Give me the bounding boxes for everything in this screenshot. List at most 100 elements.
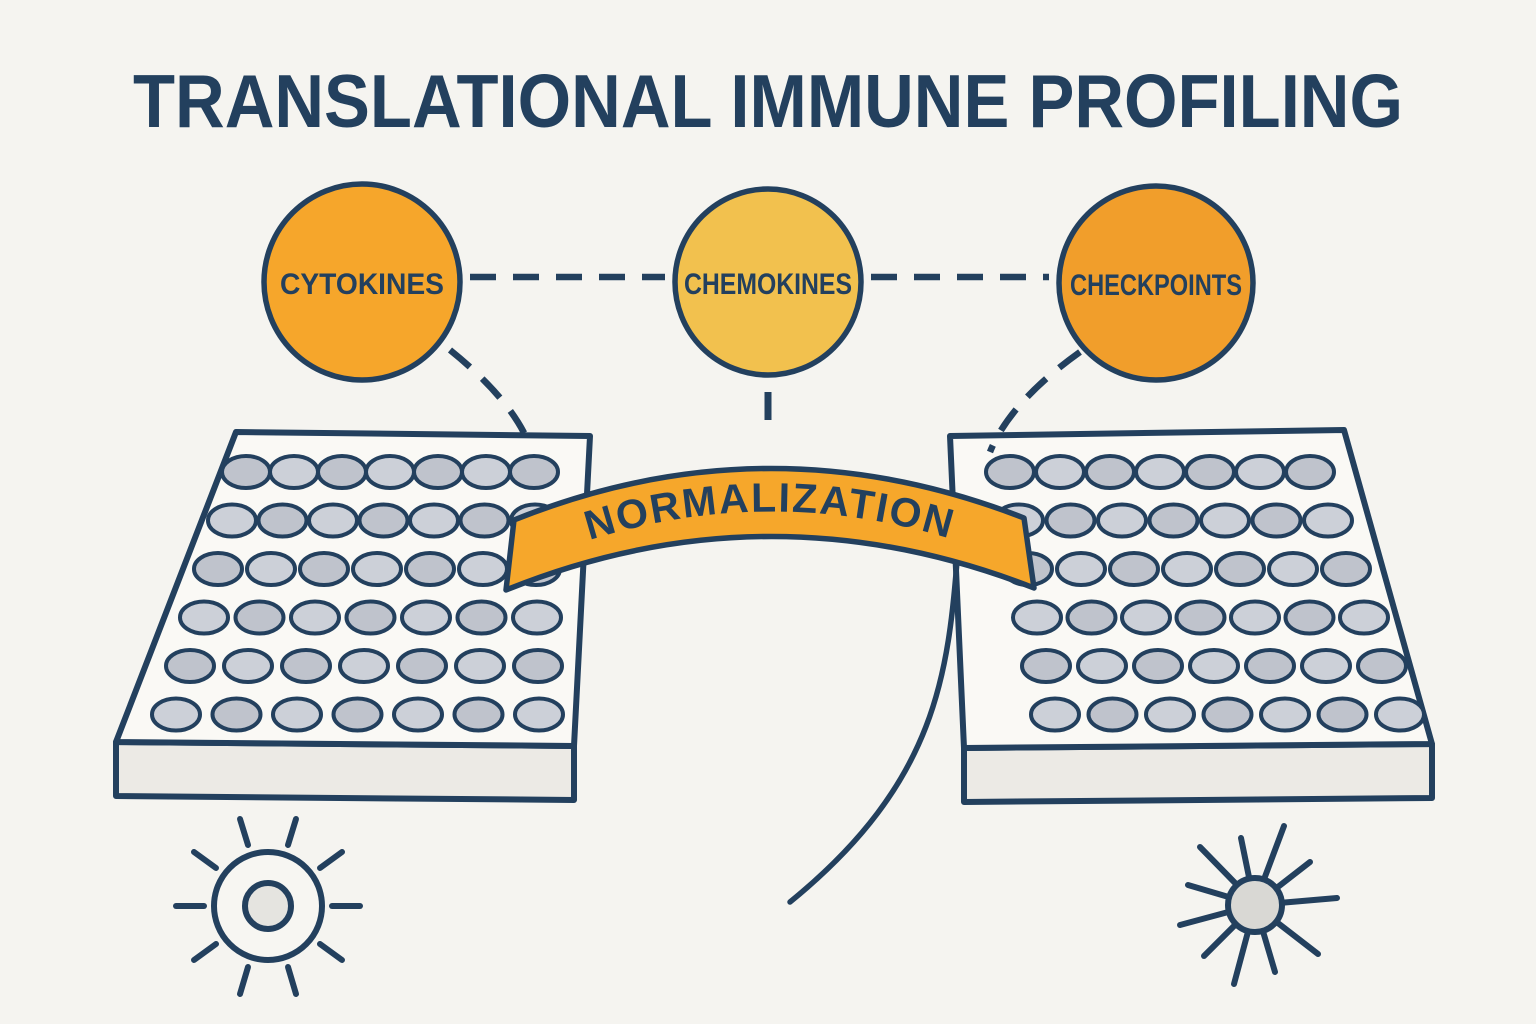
plate-well [289, 599, 341, 636]
plate-left-side-face [113, 739, 577, 803]
plate-well [210, 696, 263, 733]
plate-well [1338, 599, 1390, 636]
normalization-banner: NORMALIZATION [503, 465, 1037, 593]
plate-right-wells [984, 454, 1426, 733]
plate-well [271, 696, 323, 733]
plate-well [331, 696, 384, 733]
plate-well [233, 599, 286, 636]
round-cell-icon [173, 816, 363, 997]
plate-well [1214, 551, 1266, 587]
plate-well [1316, 696, 1369, 733]
plate-well [1086, 696, 1139, 733]
plate-well [220, 454, 272, 490]
plate-well [1259, 696, 1311, 733]
plate-well [511, 599, 563, 636]
plate-well [455, 599, 508, 636]
round-cell-nucleus [242, 880, 294, 932]
plate-well [1234, 454, 1286, 490]
spiky-cell-icon [1177, 823, 1340, 987]
plate-well [1184, 454, 1236, 490]
plate-well [1188, 648, 1240, 684]
spiky-cell-body [1225, 875, 1285, 935]
plate-well [357, 502, 410, 539]
plate-well [1300, 648, 1352, 684]
flow-curve [787, 547, 961, 905]
chemokines-circle [672, 186, 864, 378]
checkpoints-label: CHECKPOINTS [1070, 269, 1242, 302]
plate-well [512, 648, 564, 684]
plate-well [1229, 599, 1281, 636]
plate-well [1174, 599, 1227, 636]
cytokines-circle [261, 181, 463, 383]
plate-well [392, 696, 444, 733]
plate-well [458, 502, 511, 539]
plate-well [1120, 599, 1172, 636]
plate-well [984, 454, 1036, 490]
plate-well [1283, 599, 1336, 636]
node-chemokines: CHEMOKINES [672, 186, 864, 378]
plate-well [178, 599, 230, 636]
node-checkpoints: CHECKPOINTS [1056, 183, 1256, 383]
plate-well [316, 454, 368, 490]
plate-well [412, 454, 464, 490]
plate-well [1320, 551, 1372, 587]
plate-well [280, 648, 332, 684]
assay-plate-right [947, 427, 1435, 805]
plate-well [1034, 454, 1086, 490]
plate-well [1356, 648, 1408, 684]
plate-well [222, 648, 274, 684]
plate-well [460, 454, 512, 490]
plate-well [400, 599, 452, 636]
plate-well [1374, 696, 1426, 733]
connector-checkpoints-plate [986, 349, 1082, 454]
plate-well [1044, 502, 1097, 539]
plate-well [268, 454, 320, 490]
plate-well [351, 551, 403, 587]
plate-well [1250, 502, 1303, 539]
plate-well [1011, 599, 1063, 636]
plate-well [1108, 551, 1160, 587]
cytokines-label: CYTOKINES [280, 268, 444, 301]
plate-well [150, 696, 202, 733]
plate-well [454, 648, 506, 684]
plate-well [1096, 502, 1148, 539]
plate-well [256, 502, 309, 539]
plate-well [344, 599, 397, 636]
plate-well [245, 551, 297, 587]
plate-well [1020, 648, 1072, 684]
plate-well [396, 648, 448, 684]
plate-well [1132, 648, 1184, 684]
plate-well [1144, 696, 1196, 733]
plate-well [1076, 648, 1128, 684]
plate-well [1065, 599, 1118, 636]
banner-ribbon-shape [503, 465, 1037, 593]
plate-right-side-face [961, 741, 1435, 805]
plate-well [404, 551, 456, 587]
plate-well [192, 551, 244, 587]
plate-well [1029, 696, 1081, 733]
plate-well [364, 454, 416, 490]
plate-well [408, 502, 460, 539]
plate-well [1302, 502, 1354, 539]
node-cytokines: CYTOKINES [261, 181, 463, 383]
plate-well [452, 696, 505, 733]
plate-well [513, 696, 565, 733]
plate-well [338, 648, 390, 684]
plate-well [508, 454, 560, 490]
plate-well [307, 502, 359, 539]
chemokines-label: CHEMOKINES [684, 268, 852, 301]
plate-well [206, 502, 258, 539]
checkpoints-circle [1056, 183, 1256, 383]
plate-well [1267, 551, 1319, 587]
plate-well [298, 551, 350, 587]
page-title: TRANSLATIONAL IMMUNE PROFILING [133, 59, 1403, 143]
plate-well [1201, 696, 1254, 733]
plate-left-wells [150, 454, 565, 733]
plate-well [1134, 454, 1186, 490]
plate-well [1199, 502, 1251, 539]
plate-well [1147, 502, 1200, 539]
plate-well [1055, 551, 1107, 587]
plate-well [1244, 648, 1296, 684]
